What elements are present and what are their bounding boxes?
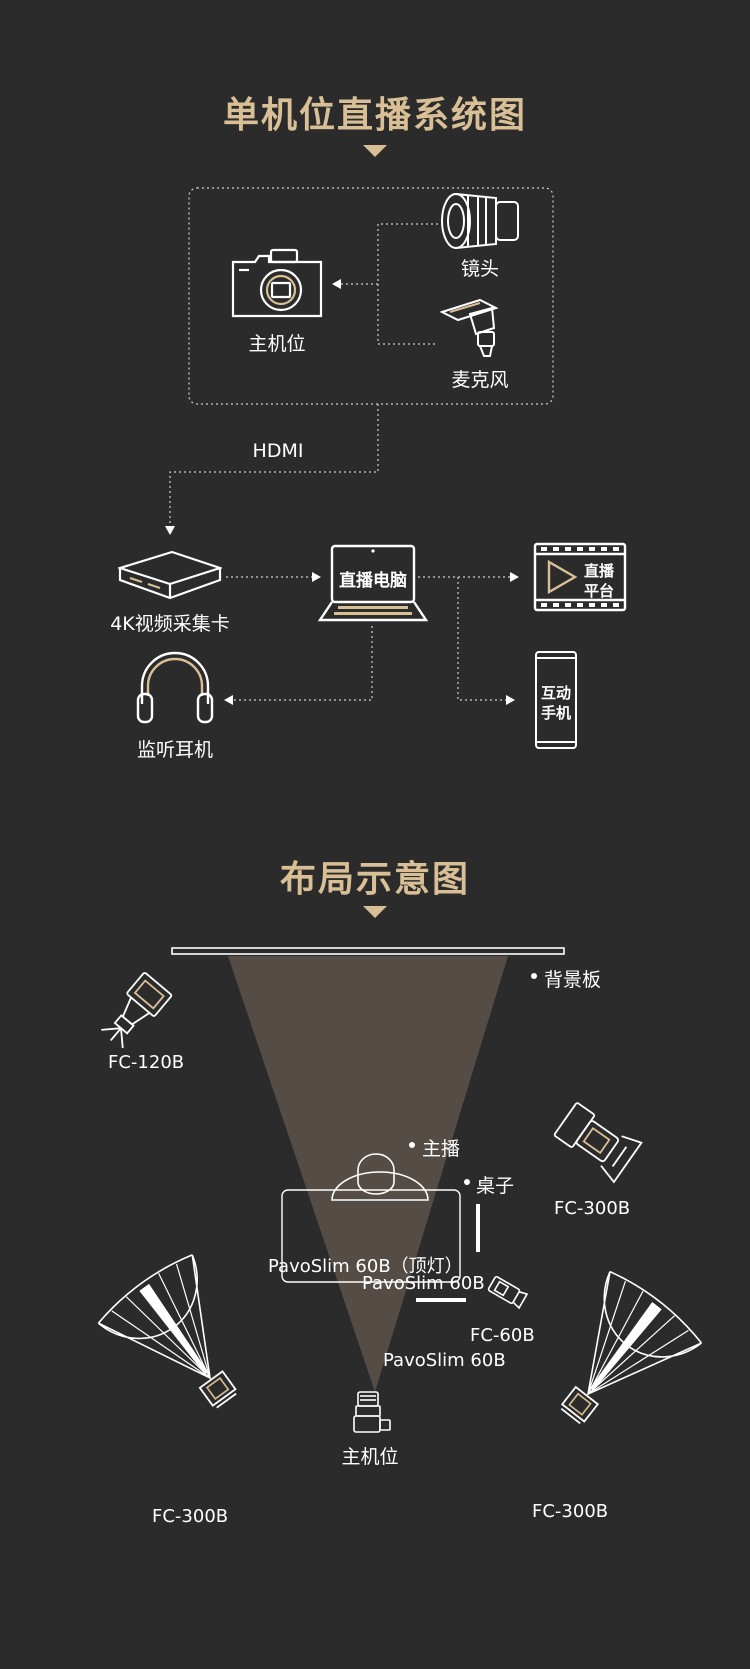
arrow-to-headphones-icon — [224, 695, 233, 705]
camera-icon — [231, 248, 323, 318]
softbox-left-icon — [97, 1254, 237, 1409]
microphone-label: 麦克风 — [451, 369, 509, 391]
fc300b-light-top-icon — [553, 1102, 643, 1184]
title-arrow-down-icon — [363, 145, 387, 157]
fc300b-left-bottom-label: FC-300B — [152, 1506, 229, 1527]
arrow-to-pc-icon — [312, 572, 321, 582]
lens-icon — [441, 193, 519, 249]
capture-card-icon — [118, 550, 222, 600]
pc-to-phone-line — [457, 577, 506, 701]
title-arrow-down-icon — [363, 906, 387, 918]
host-label: 主播 — [422, 1138, 461, 1160]
fc300b-right-top-label: FC-300B — [554, 1198, 631, 1219]
desk-label: 桌子 — [476, 1175, 515, 1197]
pavoslim-top-label: PavoSlim 60B（顶灯） — [268, 1256, 463, 1277]
layout-main-camera-label: 主机位 — [341, 1446, 399, 1468]
microphone-icon — [440, 298, 499, 357]
lens-label: 镜头 — [460, 258, 500, 280]
pavoslim-mid-label: PavoSlim 60B — [362, 1273, 485, 1294]
arrow-to-camera-icon — [332, 279, 341, 289]
fc60b-label: FC-60B — [470, 1325, 535, 1346]
arrow-to-platform-icon — [510, 572, 519, 582]
layout-diagram-title: 布局示意图 — [279, 859, 470, 900]
capture-card-label: 4K视频采集卡 — [110, 613, 230, 635]
main-camera-label: 主机位 — [248, 333, 306, 355]
backdrop-board — [171, 947, 565, 955]
arrow-to-phone-icon — [506, 695, 515, 705]
camera-group-frame — [188, 187, 554, 405]
system-diagram-title: 单机位直播系统图 — [222, 95, 527, 136]
phone-icon — [535, 651, 577, 749]
hdmi-label: HDMI — [252, 440, 304, 462]
desk — [281, 1189, 461, 1283]
host-dot — [409, 1142, 415, 1148]
hdmi-line — [169, 404, 379, 525]
platform-label-line2: 平台 — [584, 582, 615, 600]
laptop-icon — [318, 544, 428, 622]
fc120b-label: FC-120B — [108, 1052, 185, 1073]
pavoslim-low-label: PavoSlim 60B — [383, 1350, 506, 1371]
fc120b-light-icon — [101, 972, 173, 1048]
softbox-right-icon — [560, 1270, 703, 1425]
backdrop-dot — [531, 973, 537, 979]
arrow-to-capture-icon — [165, 526, 175, 535]
desk-dot — [464, 1179, 470, 1185]
platform-label-line1: 直播 — [584, 562, 615, 580]
live-platform-icon — [533, 542, 627, 612]
layout-camera-icon — [353, 1391, 391, 1433]
headphones-icon — [136, 651, 214, 724]
pc-label: 直播电脑 — [339, 571, 407, 591]
phone-label-line1: 互动 — [541, 684, 572, 702]
system-connectors — [165, 187, 554, 705]
fc300b-right-bottom-label: FC-300B — [532, 1501, 609, 1522]
backdrop-label: 背景板 — [544, 969, 602, 991]
fc60b-light-icon — [487, 1276, 529, 1310]
phone-label-line2: 手机 — [541, 704, 572, 722]
camera-view-beam — [228, 956, 508, 1392]
headphones-label: 监听耳机 — [136, 739, 214, 761]
